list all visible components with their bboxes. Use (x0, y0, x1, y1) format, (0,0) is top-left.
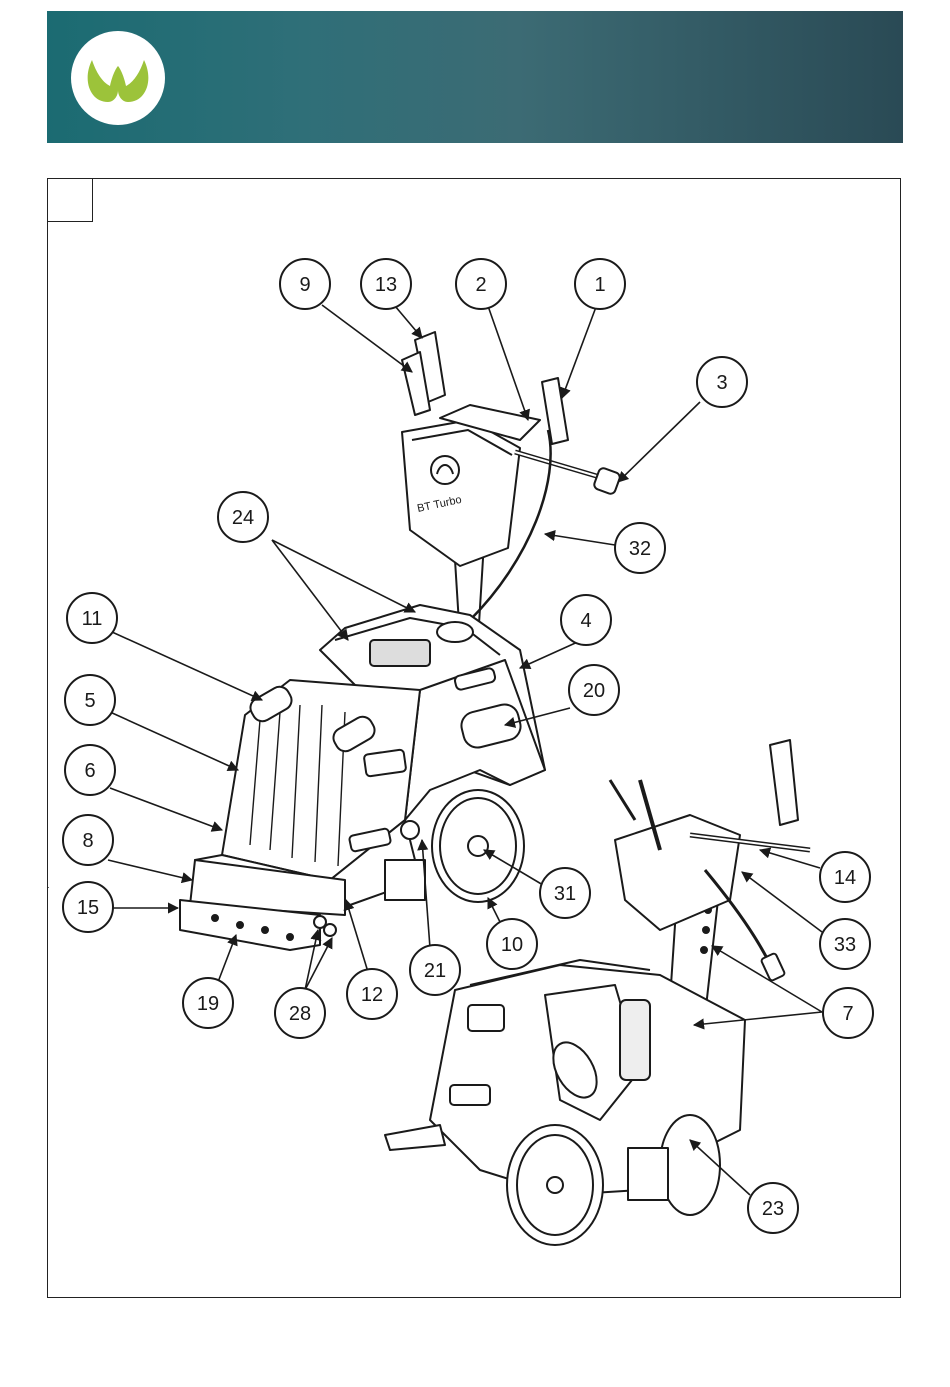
callout-24: 24 (218, 492, 268, 542)
callout-12: 12 (347, 969, 397, 1019)
callout-7: 7 (823, 988, 873, 1038)
callout-number: 10 (501, 934, 523, 956)
callout-number: 14 (834, 867, 856, 889)
callout-number: 23 (762, 1198, 784, 1220)
callout-number: 21 (424, 960, 446, 982)
front-machine-illustration: BT Turbo (180, 332, 621, 950)
callout-9: 9 (280, 259, 330, 309)
callout-number: 9 (299, 274, 310, 296)
callout-number: 1 (594, 274, 605, 296)
callout-23: 23 (748, 1183, 798, 1233)
callout-20: 20 (569, 665, 619, 715)
callout-number: 31 (554, 883, 576, 905)
callout-11: 11 (67, 593, 117, 643)
callout-number: 5 (84, 690, 95, 712)
callout-19: 19 (183, 978, 233, 1028)
callout-number: 4 (580, 610, 591, 632)
callout-31: 31 (540, 868, 590, 918)
callout-21: 21 (410, 945, 460, 995)
callout-33: 33 (820, 919, 870, 969)
callout-number: 19 (197, 993, 219, 1015)
callout-28: 28 (275, 988, 325, 1038)
callout-5: 5 (65, 675, 115, 725)
callout-number: 28 (289, 1003, 311, 1025)
callout-number: 13 (375, 274, 397, 296)
callout-number: 24 (232, 507, 254, 529)
callout-number: 15 (77, 897, 99, 919)
callout-4: 4 (561, 595, 611, 645)
callout-number: 8 (82, 830, 93, 852)
callout-number: 12 (361, 984, 383, 1006)
callout-number: 7 (842, 1003, 853, 1025)
callout-15: 15 (63, 882, 113, 932)
callout-number: 3 (716, 372, 727, 394)
callout-3: 3 (697, 357, 747, 407)
callout-10: 10 (487, 919, 537, 969)
callout-number: 32 (629, 538, 651, 560)
callout-13: 13 (361, 259, 411, 309)
callout-number: 20 (583, 680, 605, 702)
callout-32: 32 (615, 523, 665, 573)
callout-number: 2 (475, 274, 486, 296)
callout-number: 33 (834, 934, 856, 956)
callout-14: 14 (820, 852, 870, 902)
callout-2: 2 (456, 259, 506, 309)
callout-8: 8 (63, 815, 113, 865)
callout-number: 6 (84, 760, 95, 782)
callout-number: 11 (82, 608, 103, 630)
callout-1: 1 (575, 259, 625, 309)
callout-6: 6 (65, 745, 115, 795)
